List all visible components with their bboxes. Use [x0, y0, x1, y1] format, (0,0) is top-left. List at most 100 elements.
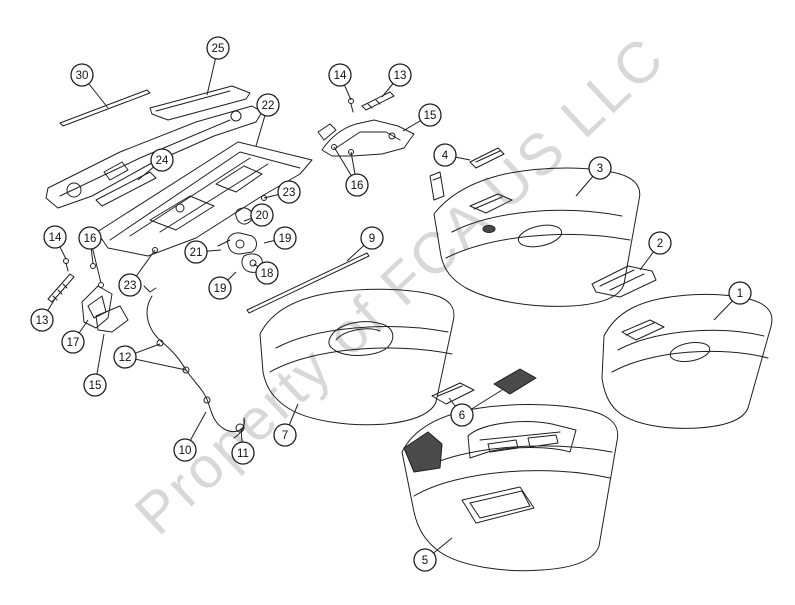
callout-21[interactable]: 21	[184, 240, 208, 264]
callout-number: 20	[256, 210, 269, 222]
callout-circle[interactable]	[345, 173, 369, 197]
callout-circle[interactable]	[43, 225, 67, 249]
part-hood-silencer	[96, 141, 313, 257]
callout-circle[interactable]	[184, 240, 208, 264]
part-hood-seal	[246, 252, 370, 314]
callout-11[interactable]: 11	[231, 441, 255, 465]
callout-7[interactable]: 7	[273, 423, 297, 447]
callout-19-left[interactable]: 19	[208, 276, 232, 300]
callout-number: 4	[442, 150, 449, 162]
callout-3[interactable]: 3	[588, 156, 612, 180]
callout-circle[interactable]	[256, 93, 280, 117]
callout-1[interactable]: 1	[728, 281, 752, 305]
part-hood-hinge-left	[47, 258, 129, 333]
callout-14-top[interactable]: 14	[328, 63, 352, 87]
callout-19-right[interactable]: 19	[273, 226, 297, 250]
callout-15-top[interactable]: 15	[418, 103, 442, 127]
callout-number: 10	[179, 445, 192, 457]
callout-number: 22	[262, 100, 275, 112]
callout-number: 13	[36, 315, 49, 327]
callout-25[interactable]: 25	[206, 36, 230, 60]
callout-circle[interactable]	[328, 63, 352, 87]
callout-10[interactable]: 10	[173, 438, 197, 462]
part-hood-panel-3	[433, 167, 641, 307]
leader-lines	[41, 47, 741, 561]
callout-circle[interactable]	[250, 203, 274, 227]
callout-circle[interactable]	[728, 281, 752, 305]
callout-4[interactable]: 4	[433, 143, 457, 167]
part-drawings	[45, 85, 773, 572]
callout-18[interactable]: 18	[255, 261, 279, 285]
callout-number: 3	[597, 163, 603, 175]
callout-circle[interactable]	[118, 273, 142, 297]
callout-23-right[interactable]: 23	[277, 180, 301, 204]
callout-16-left[interactable]: 16	[78, 226, 102, 250]
callout-23-left[interactable]: 23	[118, 273, 142, 297]
callout-6[interactable]: 6	[450, 403, 474, 427]
callout-12[interactable]: 12	[113, 345, 137, 369]
callout-number: 19	[214, 283, 227, 295]
callout-number: 21	[190, 247, 203, 259]
callout-number: 12	[119, 352, 132, 364]
callout-20[interactable]: 20	[250, 203, 274, 227]
callout-number: 16	[84, 233, 97, 245]
callout-number: 5	[422, 555, 428, 567]
callout-22[interactable]: 22	[256, 93, 280, 117]
callout-circle[interactable]	[360, 226, 384, 250]
callout-number: 7	[282, 430, 288, 442]
callout-circle[interactable]	[173, 438, 197, 462]
callout-circle[interactable]	[588, 156, 612, 180]
callout-number: 13	[394, 70, 407, 82]
callout-number: 15	[89, 380, 102, 392]
callout-circle[interactable]	[413, 548, 437, 572]
callout-24[interactable]: 24	[150, 148, 174, 172]
callout-circle[interactable]	[70, 63, 94, 87]
callout-13-top[interactable]: 13	[388, 63, 412, 87]
callout-circle[interactable]	[150, 148, 174, 172]
callout-14-left[interactable]: 14	[43, 225, 67, 249]
callout-circle[interactable]	[113, 345, 137, 369]
callout-number: 25	[212, 43, 225, 55]
callout-number: 9	[369, 233, 375, 245]
callout-circle[interactable]	[388, 63, 412, 87]
callout-circle[interactable]	[78, 226, 102, 250]
callout-number: 11	[237, 448, 249, 460]
callout-circle[interactable]	[206, 36, 230, 60]
callout-circle[interactable]	[61, 330, 85, 354]
callout-number: 24	[156, 155, 169, 167]
callout-circle[interactable]	[433, 143, 457, 167]
part-scoop-bezels-6	[431, 368, 537, 405]
callout-circle[interactable]	[30, 308, 54, 332]
callout-16-top[interactable]: 16	[345, 173, 369, 197]
callout-2[interactable]: 2	[648, 231, 672, 255]
callout-number: 14	[49, 232, 62, 244]
callout-circle[interactable]	[418, 103, 442, 127]
callout-number: 15	[424, 110, 437, 122]
callout-circle[interactable]	[277, 180, 301, 204]
callout-17[interactable]: 17	[61, 330, 85, 354]
callout-circle[interactable]	[83, 373, 107, 397]
callout-number: 23	[124, 280, 137, 292]
callout-9[interactable]: 9	[360, 226, 384, 250]
callout-circle[interactable]	[255, 261, 279, 285]
callout-15-left[interactable]: 15	[83, 373, 107, 397]
callout-number: 1	[737, 288, 743, 300]
callout-number: 19	[279, 233, 292, 245]
part-bracket-4	[429, 147, 505, 201]
callout-circle[interactable]	[648, 231, 672, 255]
callout-circle[interactable]	[208, 276, 232, 300]
callout-circle[interactable]	[231, 441, 255, 465]
callout-13-left[interactable]: 13	[30, 308, 54, 332]
callout-number: 6	[459, 410, 465, 422]
callout-circle[interactable]	[450, 403, 474, 427]
part-cowl-grille	[45, 85, 263, 209]
callout-number: 18	[261, 268, 274, 280]
callout-number: 16	[351, 180, 364, 192]
callout-circle[interactable]	[273, 423, 297, 447]
callout-circle[interactable]	[273, 226, 297, 250]
callout-5[interactable]: 5	[413, 548, 437, 572]
callout-number: 2	[657, 238, 663, 250]
callout-number: 30	[76, 70, 89, 82]
callout-30[interactable]: 30	[70, 63, 94, 87]
